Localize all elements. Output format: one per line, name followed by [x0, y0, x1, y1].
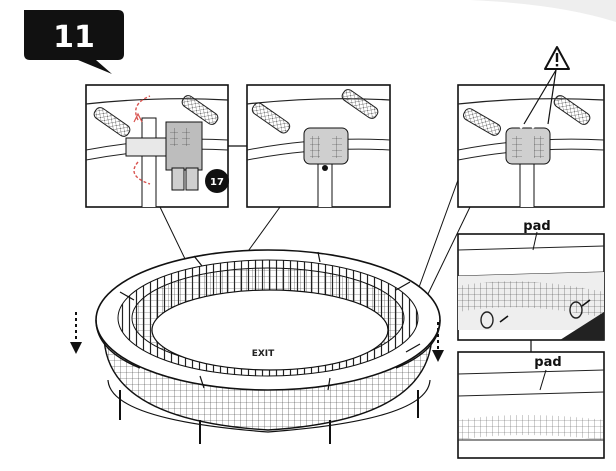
down-arrow-icon	[432, 322, 444, 362]
step-badge: 11	[24, 10, 124, 74]
detail-panel-pad-attached: pad	[457, 219, 605, 341]
detail-panel-velcro-closed	[246, 84, 391, 208]
detail-panel-warning	[457, 69, 605, 208]
warning-triangle-icon	[544, 46, 570, 70]
part-number: 17	[210, 177, 224, 188]
down-arrow-icon	[70, 312, 82, 354]
pad-label-bottom: pad	[534, 355, 561, 370]
detail-panel-velcro-open: 17	[85, 84, 229, 208]
page-corner-decoration	[470, 0, 616, 22]
pad-label-top: pad	[523, 219, 550, 234]
brand-logo: EXIT	[252, 349, 275, 359]
part-callout-badge	[205, 169, 229, 193]
trampoline-overview: EXIT	[95, 249, 441, 444]
detail-panel-pad-covering: pad	[457, 351, 605, 459]
step-number: 11	[53, 20, 95, 55]
